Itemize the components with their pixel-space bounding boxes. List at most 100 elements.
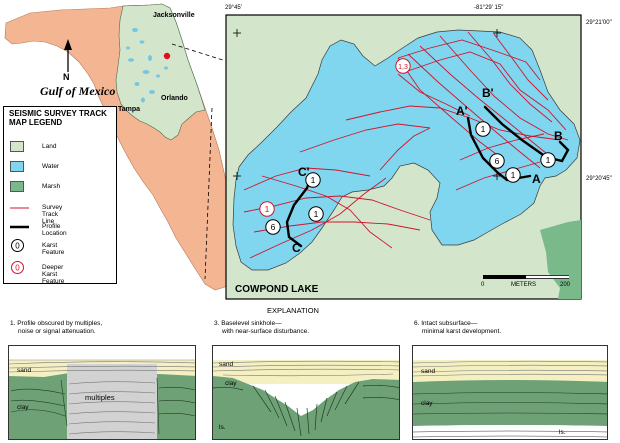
survey-tracks [243, 31, 569, 259]
inset-lake-7 [149, 90, 155, 94]
study-region [115, 3, 206, 141]
survey-track-1 [404, 51, 567, 131]
label-gulf-of-mexico: Gulf of Mexico [40, 84, 116, 98]
panel3-sand-label: sand [421, 368, 436, 375]
panel1-sand-label: sand [17, 367, 32, 374]
legend-title: SEISMIC SURVEY TRACK MAP LEGEND [9, 109, 107, 127]
scale-max: 200 [560, 282, 571, 288]
karst-glyph: 0 [15, 241, 20, 250]
panel1-title-line2: noise or signal attenuation. [18, 328, 96, 335]
karst-marker-5 [305, 172, 321, 188]
panel3-graphic [413, 360, 607, 439]
panel1-title-line1: 1. Profile obscured by multiples, [10, 320, 103, 327]
karst-marker-label-7: 6 [271, 222, 276, 232]
survey-track-7 [493, 33, 549, 101]
coord-top-left: 29°45' [225, 5, 242, 11]
legend-label-profile: Profile Location [42, 223, 67, 237]
panel3-title-line2: minimal karst development. [422, 328, 502, 335]
karst-marker-label-6: 1 [265, 204, 270, 214]
profile-line-swatch [10, 225, 29, 229]
panel1-title: 1. Profile obscured by multiples, noise … [10, 320, 102, 336]
deep-karst-circle-icon: 0 [11, 261, 24, 274]
inset-lake-10 [126, 46, 130, 50]
inset-lake-9 [141, 97, 145, 103]
panel2-sand-label: sand [219, 361, 234, 368]
callout-line-bottom [204, 107, 213, 280]
north-arrow [64, 39, 72, 72]
profile-label-C: C [292, 241, 301, 255]
label-orlando: Orlando [161, 95, 188, 102]
survey-track-8 [397, 73, 471, 117]
graticule-crosses [233, 29, 501, 180]
inset-lake-0 [132, 28, 138, 32]
panel2-graphic [213, 360, 399, 439]
label-jacksonville: Jacksonville [153, 12, 195, 19]
karst-marker-label-1: 1 [481, 124, 486, 134]
panel2-title-line2: with near-surface disturbance. [222, 328, 310, 335]
profile-label-A: A [532, 172, 541, 186]
deep-karst-glyph: 0 [15, 263, 20, 272]
panel2-title-line1: 3. Baselevel sinkhole— [214, 320, 282, 327]
profile-label-B: B [554, 129, 563, 143]
land-swatch [10, 141, 24, 152]
karst-marker-label-4: 1 [546, 155, 551, 165]
survey-track-16 [379, 127, 431, 171]
site-marker [163, 52, 171, 60]
karst-marker-label-3: 1 [511, 170, 516, 180]
inset-lake-6 [134, 82, 140, 86]
deep-karst-marker-0 [395, 58, 411, 74]
legend-title-line2: MAP LEGEND [9, 118, 63, 127]
karst-marker-label-2: 6 [495, 156, 500, 166]
panel2-ls-label: ls. [219, 424, 226, 431]
inset-lakes [126, 28, 168, 103]
explanation-heading: EXPLANATION [267, 306, 319, 315]
panel2-clay-label: clay [225, 380, 237, 387]
inset-lake-4 [142, 70, 150, 74]
panel3-ls-label: ls. [559, 429, 566, 436]
coord-right-top: 29°21'00" [586, 20, 612, 26]
karst-marker-label-0: 1,3 [398, 64, 408, 71]
inset-lake-3 [128, 58, 134, 62]
survey-track-10 [299, 123, 431, 153]
survey-track-3 [407, 53, 541, 169]
survey-track-6 [467, 31, 553, 123]
lake-name: COWPOND LAKE [235, 284, 319, 295]
legend: SEISMIC SURVEY TRACK MAP LEGEND Land Wat… [3, 106, 117, 285]
coord-right-bottom: 29°20'45" [586, 176, 612, 182]
panel3-title: 6. Intact subsurface— minimal karst deve… [414, 320, 501, 336]
inset-lake-2 [148, 55, 152, 61]
panel1-graphic [9, 359, 195, 439]
profile-C-line [285, 175, 313, 248]
panel3-profile: sand clay ls. [412, 345, 608, 440]
karst-marker-2 [489, 153, 505, 169]
survey-track-4 [419, 45, 553, 159]
legend-label-deep-karst: Deeper Karst Feature [42, 264, 65, 285]
legend-label-water: Water [42, 163, 60, 170]
karst-marker-3 [505, 167, 521, 183]
survey-line-swatch [10, 207, 29, 209]
panel1-multiples-label: multiples [85, 393, 115, 402]
label-tampa: Tampa [118, 106, 141, 113]
water-swatch [10, 161, 24, 172]
karst-marker-1 [475, 121, 491, 137]
panel2-title: 3. Baselevel sinkhole— with near-surface… [214, 320, 309, 336]
karst-marker-label-8: 1 [314, 209, 319, 219]
survey-track-13 [261, 175, 393, 249]
survey-track-15 [249, 177, 387, 259]
survey-track-12 [253, 221, 421, 233]
survey-track-9 [345, 105, 561, 141]
survey-track-5 [439, 35, 569, 141]
profile-label-B-prime: B' [482, 86, 494, 100]
legend-label-karst: Karst Feature [42, 242, 65, 256]
inset-lake-8 [164, 66, 168, 70]
inset-lake-5 [156, 74, 160, 78]
karst-marker-7 [265, 219, 281, 235]
panel1-clay-label: clay [17, 404, 29, 411]
panel2-profile: sand clay ls. [212, 345, 400, 440]
marsh-swatch [10, 181, 24, 192]
profile-label-A-prime: A' [456, 104, 468, 118]
legend-label-marsh: Marsh [42, 183, 61, 190]
callout-line-top [171, 43, 227, 62]
